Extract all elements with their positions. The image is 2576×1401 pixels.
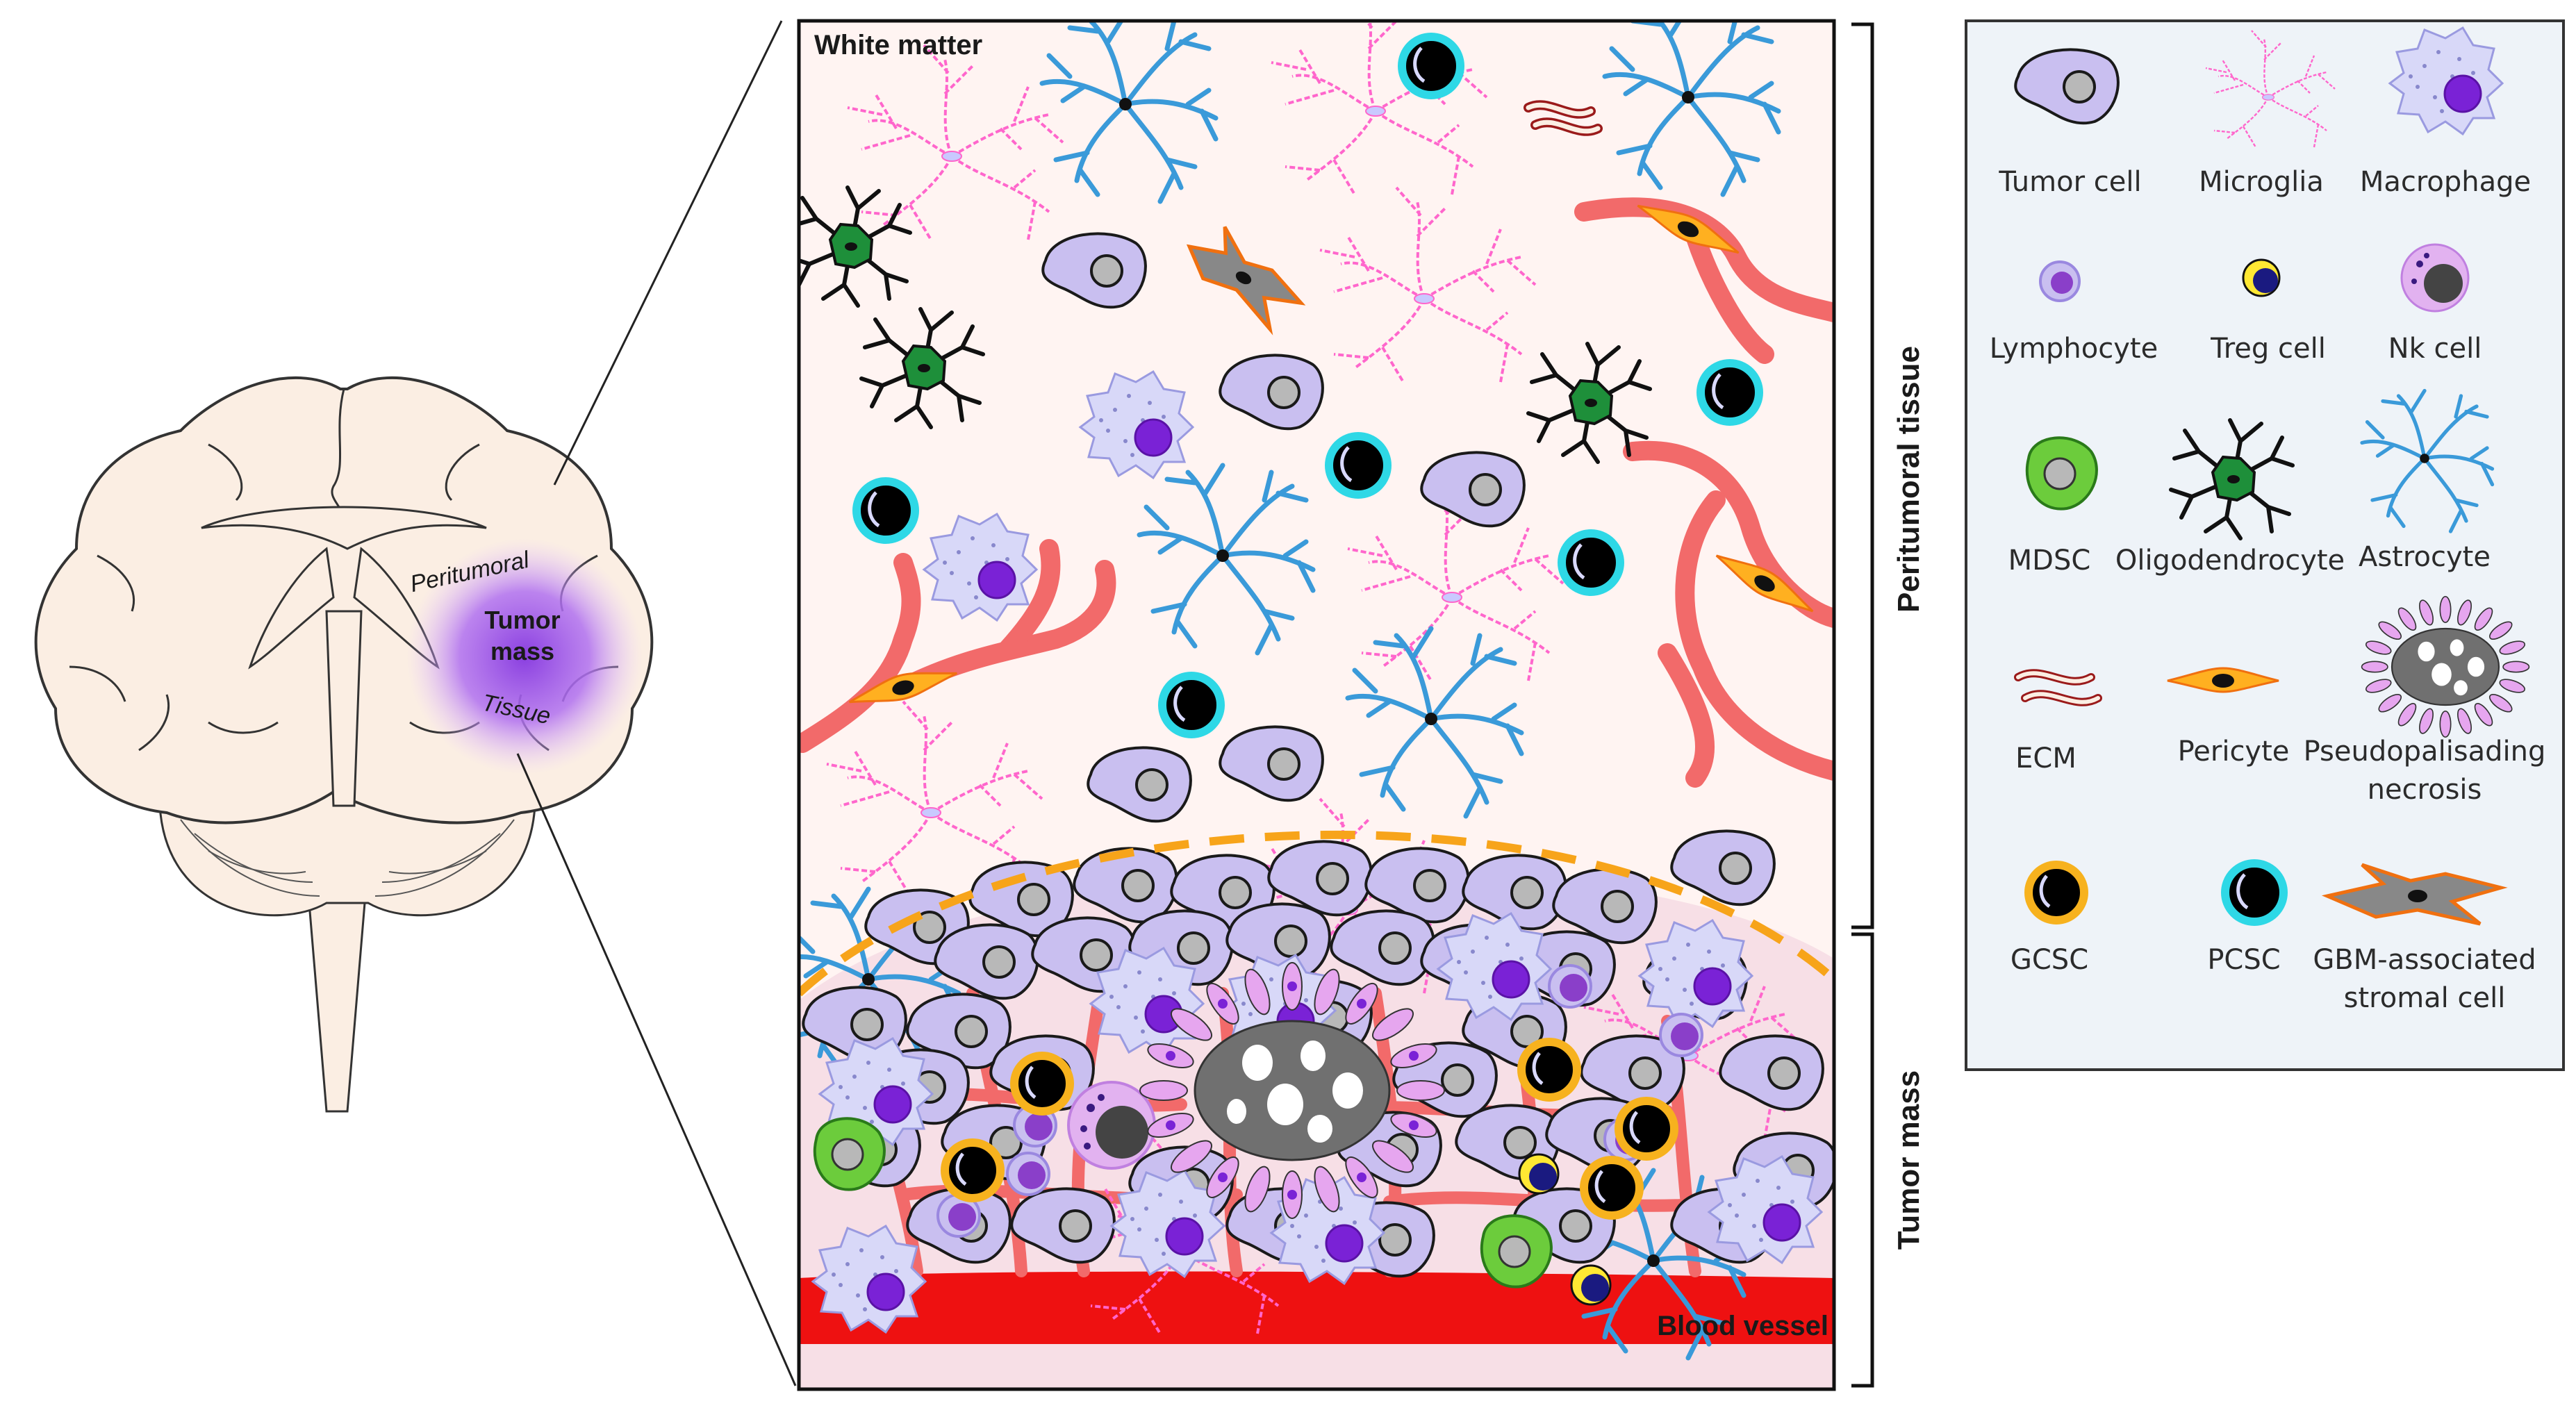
zoom-line-bottom <box>516 753 797 1386</box>
legend-label-gcsc: GCSC <box>2011 944 2088 976</box>
peritumoral-tissue-label: Peritumoral tissue <box>1892 346 1926 613</box>
legend-label-treg: Treg cell <box>2210 333 2326 365</box>
legend-label-pseudopalisading: Pseudopalisading <box>2304 736 2546 768</box>
legend-label-macrophage: Macrophage <box>2360 166 2531 198</box>
legend-label-mdsc: MDSC <box>2008 545 2091 577</box>
tumor-mass-bracket <box>1851 932 1874 1388</box>
legend-label-stromal-cell: stromal cell <box>2344 982 2506 1014</box>
tumor-glow <box>406 538 643 774</box>
legend-label-nk-cell: Nk cell <box>2388 333 2482 365</box>
legend-label-ecm: ECM <box>2015 743 2077 774</box>
legend-label-microglia: Microglia <box>2199 166 2324 198</box>
legend-label-astrocyte: Astrocyte <box>2359 541 2491 573</box>
legend-label-oligodendrocyte: Oligodendrocyte <box>2115 545 2345 577</box>
tumor-mass-label-line1: Tumor <box>484 606 560 634</box>
legend-label-tumor-cell: Tumor cell <box>1998 166 2141 198</box>
legend: Tumor cell Microglia Macrophage Lymphocy… <box>1965 19 2565 1071</box>
legend-label-pericyte: Pericyte <box>2178 736 2290 768</box>
white-matter-label: White matter <box>814 30 982 60</box>
peritumoral-bracket <box>1851 22 1874 929</box>
legend-label-pcsc: PCSC <box>2207 944 2280 976</box>
pseudopalisading-necrosis <box>1139 962 1445 1219</box>
microenvironment-panel <box>797 19 1836 1391</box>
blood-vessel-label: Blood vessel <box>1657 1311 1828 1341</box>
legend-label-lymphocyte: Lymphocyte <box>1990 333 2158 365</box>
legend-label-necrosis: necrosis <box>2368 774 2482 806</box>
legend-label-gbm-associated: GBM-associated <box>2313 944 2536 976</box>
panel-border <box>797 19 1836 1391</box>
tumor-mass-label-line2: mass <box>490 637 554 665</box>
tumor-mass-side-label: Tumor mass <box>1892 1070 1926 1250</box>
tumor-boundary <box>799 830 1834 997</box>
brain-illustration <box>34 376 654 1113</box>
zoom-line-top <box>553 20 783 486</box>
